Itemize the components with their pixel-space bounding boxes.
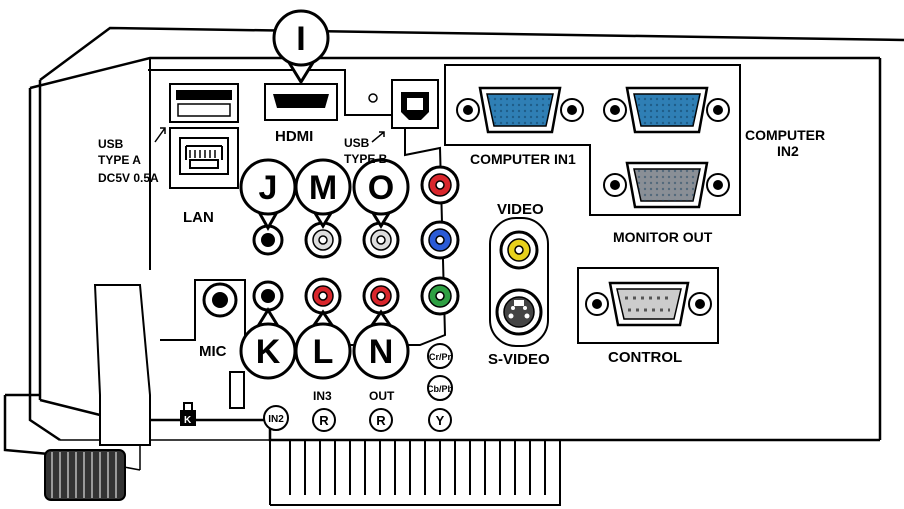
callout-j-letter: J [259,169,278,207]
callout-l-letter: L [313,333,334,371]
component-jack-cr-pr [420,165,460,205]
in3-label: IN3 [313,389,332,403]
vent-slots [289,440,546,495]
callout-i: I [272,9,330,85]
usb-a-pointer-arrow [154,127,166,143]
callout-k: K [239,307,297,380]
r1-label: R [319,413,329,428]
callout-n: N [352,309,410,380]
computer-in2-connector [603,86,730,134]
audio-out-r-jack-n [362,277,400,315]
usb-b-pointer-arrow [371,131,385,143]
circled-label-r1: R [312,408,336,432]
video-jack [499,230,539,270]
video-label: VIDEO [497,201,544,218]
cr-pr-label: Cr/Pr [429,352,452,362]
circled-label-cb-pb: Cb/Pb [427,375,454,401]
circled-label-in2: IN2 [263,405,289,431]
s-video-jack [495,288,543,336]
computer-in2-label-line2: IN2 [777,143,799,159]
audio-in2-jack-k [252,280,284,312]
security-bar-slot [229,371,245,409]
usb-a-label-line1: USB [98,137,124,151]
control-panel-outline [577,267,719,344]
y-label: Y [436,413,445,428]
indicator-hole [368,93,378,103]
kensington-lock-icon: K [180,402,196,426]
svg-text:K: K [184,415,192,426]
circled-label-y: Y [428,408,452,432]
circled-label-cr-pr: Cr/Pr [427,343,453,369]
s-video-label: S-VIDEO [488,351,550,368]
out-label: OUT [369,389,395,403]
hdmi-port [264,83,338,121]
audio-in3-r-jack-l [304,277,342,315]
callout-m-letter: M [309,169,337,207]
usb-a-power-label: DC5V 0.5A [98,171,159,185]
port-panel-outline [148,69,447,346]
r2-label: R [376,413,386,428]
adjustable-foot [44,284,151,501]
usb-b-label-line2: TYPE B [344,152,388,166]
computer-panel-outline [444,64,741,216]
video-panel-outline [489,217,549,347]
callout-n-letter: N [369,333,394,371]
monitor-out-label: MONITOR OUT [613,229,713,245]
callout-i-letter: I [296,20,305,58]
mic-jack [202,282,238,318]
monitor-out-connector [603,161,730,209]
projector-body [3,26,904,506]
callout-o: O [352,158,410,229]
component-jack-cb-pb [420,220,460,260]
callout-k-letter: K [256,333,281,371]
usb-type-b-port [391,79,439,129]
circled-label-r2: R [369,408,393,432]
computer-in2-label-line1: COMPUTER [745,127,825,143]
in2-label: IN2 [268,414,284,425]
callout-m: M [294,158,352,229]
hdmi-label: HDMI [275,128,313,145]
lan-port [169,127,239,189]
callout-o-letter: O [368,169,394,207]
computer-in1-label: COMPUTER IN1 [470,151,576,167]
usb-b-label-line1: USB [344,136,370,150]
usb-type-a-port [169,83,239,123]
usb-a-label-line2: TYPE A [98,153,141,167]
control-connector [585,281,712,327]
mic-label: MIC [199,343,227,360]
control-label: CONTROL [608,349,682,366]
component-jack-y [420,276,460,316]
lan-label: LAN [183,209,214,226]
cb-pb-label: Cb/Pb [427,384,454,394]
callout-j: J [239,158,297,232]
callout-l: L [294,309,352,380]
computer-in1-connector [456,86,584,134]
